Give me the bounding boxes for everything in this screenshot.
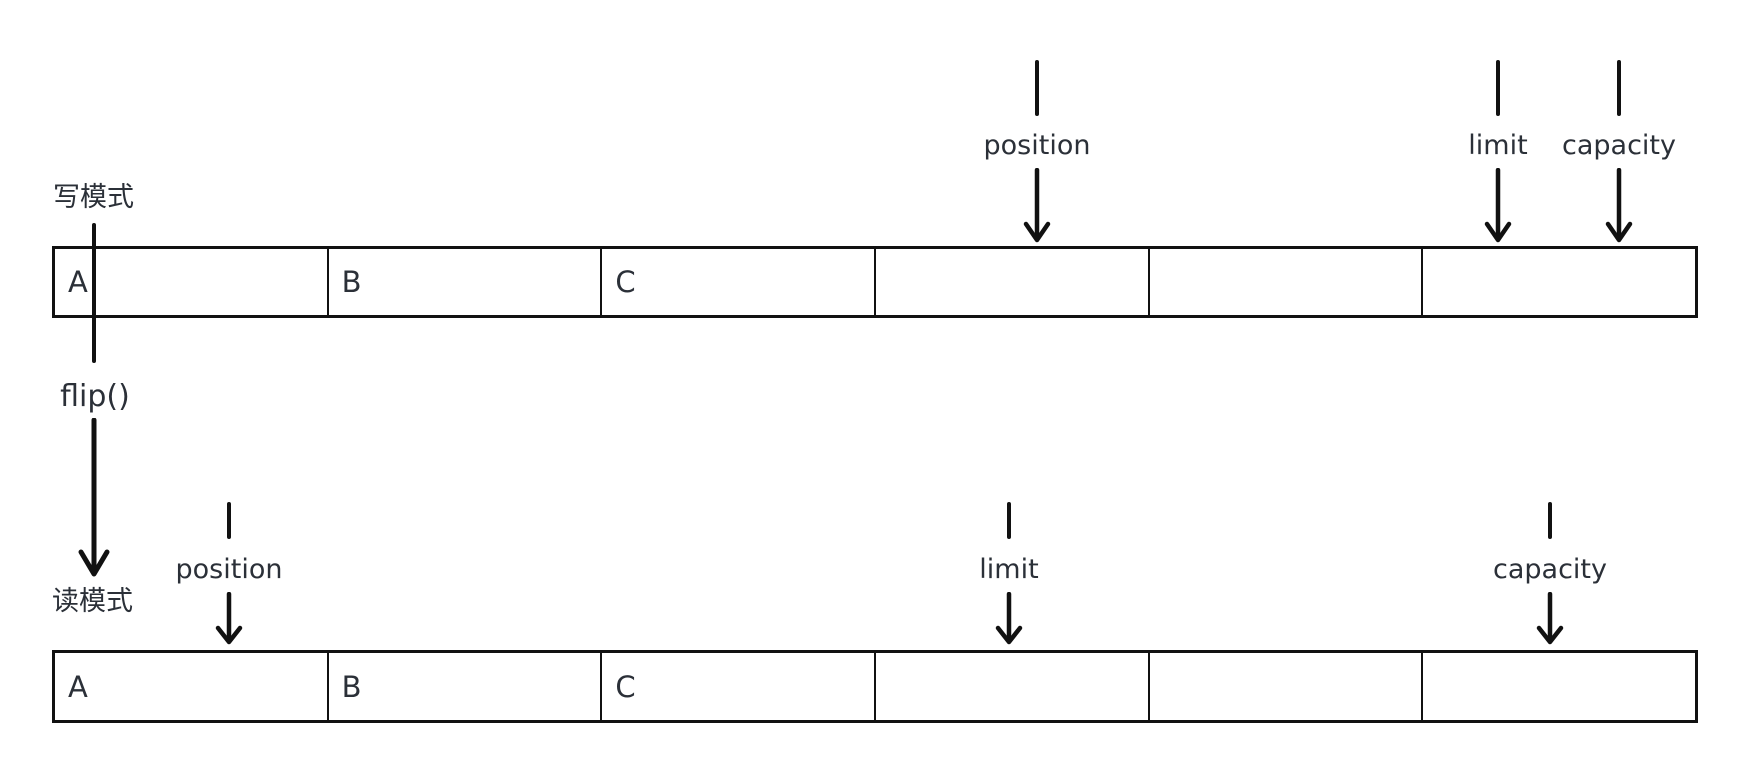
cell-label: B [341,265,362,299]
write-capacity-label: capacity [1562,130,1676,161]
read-capacity-tick-line [1547,502,1553,539]
buffer-cell [1423,653,1695,720]
write-capacity-tick-line [1616,60,1622,116]
write-limit-tick-line [1495,60,1501,116]
down-arrow-icon [1536,592,1564,645]
down-arrow-icon [1484,168,1512,243]
flip-line [91,223,97,363]
write-buffer: A B C [52,246,1698,318]
buffer-cell [1423,249,1695,315]
down-arrow-icon [215,592,243,645]
read-mode-label: 读模式 [52,586,133,617]
read-limit-label: limit [979,554,1039,585]
write-position-label: position [983,130,1091,161]
cell-label: C [615,265,636,299]
buffer-cell: B [329,653,603,720]
buffer-cell: A [55,249,329,315]
read-capacity-label: capacity [1493,554,1607,585]
buffer-cell: A [55,653,329,720]
buffer-cell: C [602,249,877,315]
down-arrow-icon [1023,168,1051,243]
read-limit-tick-line [1006,502,1012,539]
buffer-cell: C [602,653,877,720]
buffer-cell [876,653,1150,720]
cell-label: A [68,265,88,299]
buffer-cell [876,249,1150,315]
cell-label: B [341,669,362,704]
down-arrow-icon [78,418,110,577]
write-mode-label: 写模式 [53,182,134,213]
buffer-cell: B [329,249,603,315]
read-buffer: A B C [52,650,1698,723]
read-position-tick-line [226,502,232,539]
write-limit-label: limit [1468,130,1528,161]
flip-label: flip() [60,379,130,414]
write-position-tick-line [1034,60,1040,116]
cell-label: C [615,669,636,704]
down-arrow-icon [1605,168,1633,243]
down-arrow-icon [995,592,1023,645]
read-position-label: position [175,554,283,585]
cell-label: A [68,669,88,704]
buffer-cell [1150,653,1424,720]
buffer-cell [1150,249,1424,315]
